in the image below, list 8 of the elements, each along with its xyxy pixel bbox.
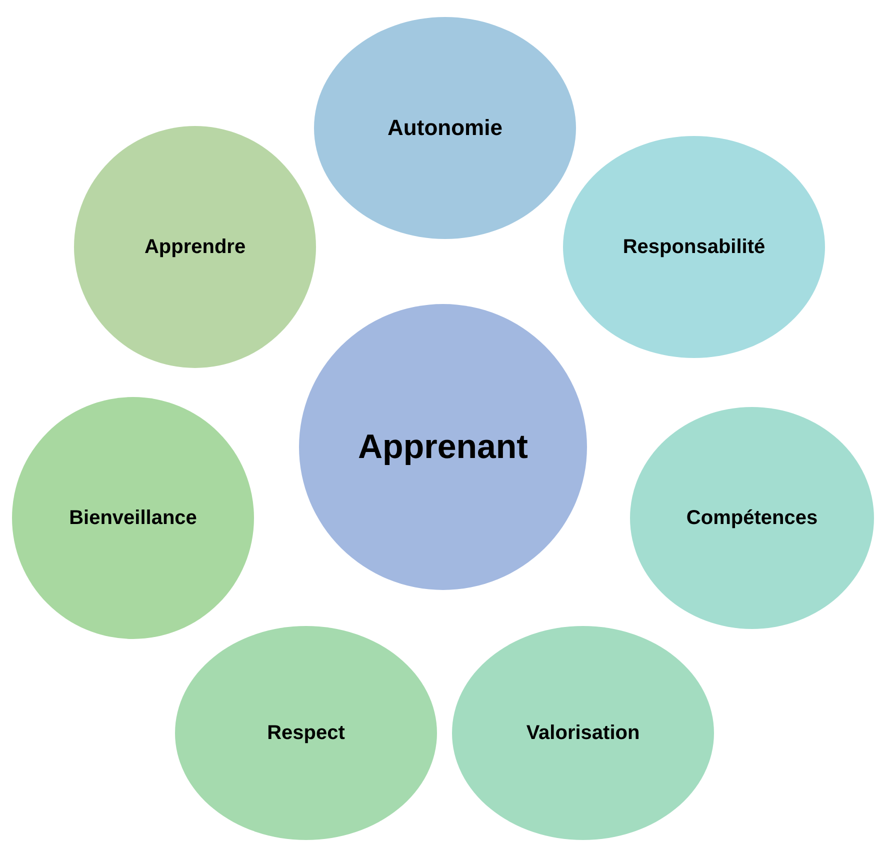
- node-label: Apprendre: [144, 236, 246, 258]
- node-label: Autonomie: [388, 115, 502, 141]
- node-label: Responsabilité: [622, 236, 766, 258]
- node-label: Bienveillance: [69, 506, 197, 530]
- node-label: Apprenant: [358, 428, 528, 466]
- node-label: Respect: [267, 722, 345, 744]
- node-label: Compétences: [686, 506, 818, 530]
- node-label: Valorisation: [526, 722, 640, 744]
